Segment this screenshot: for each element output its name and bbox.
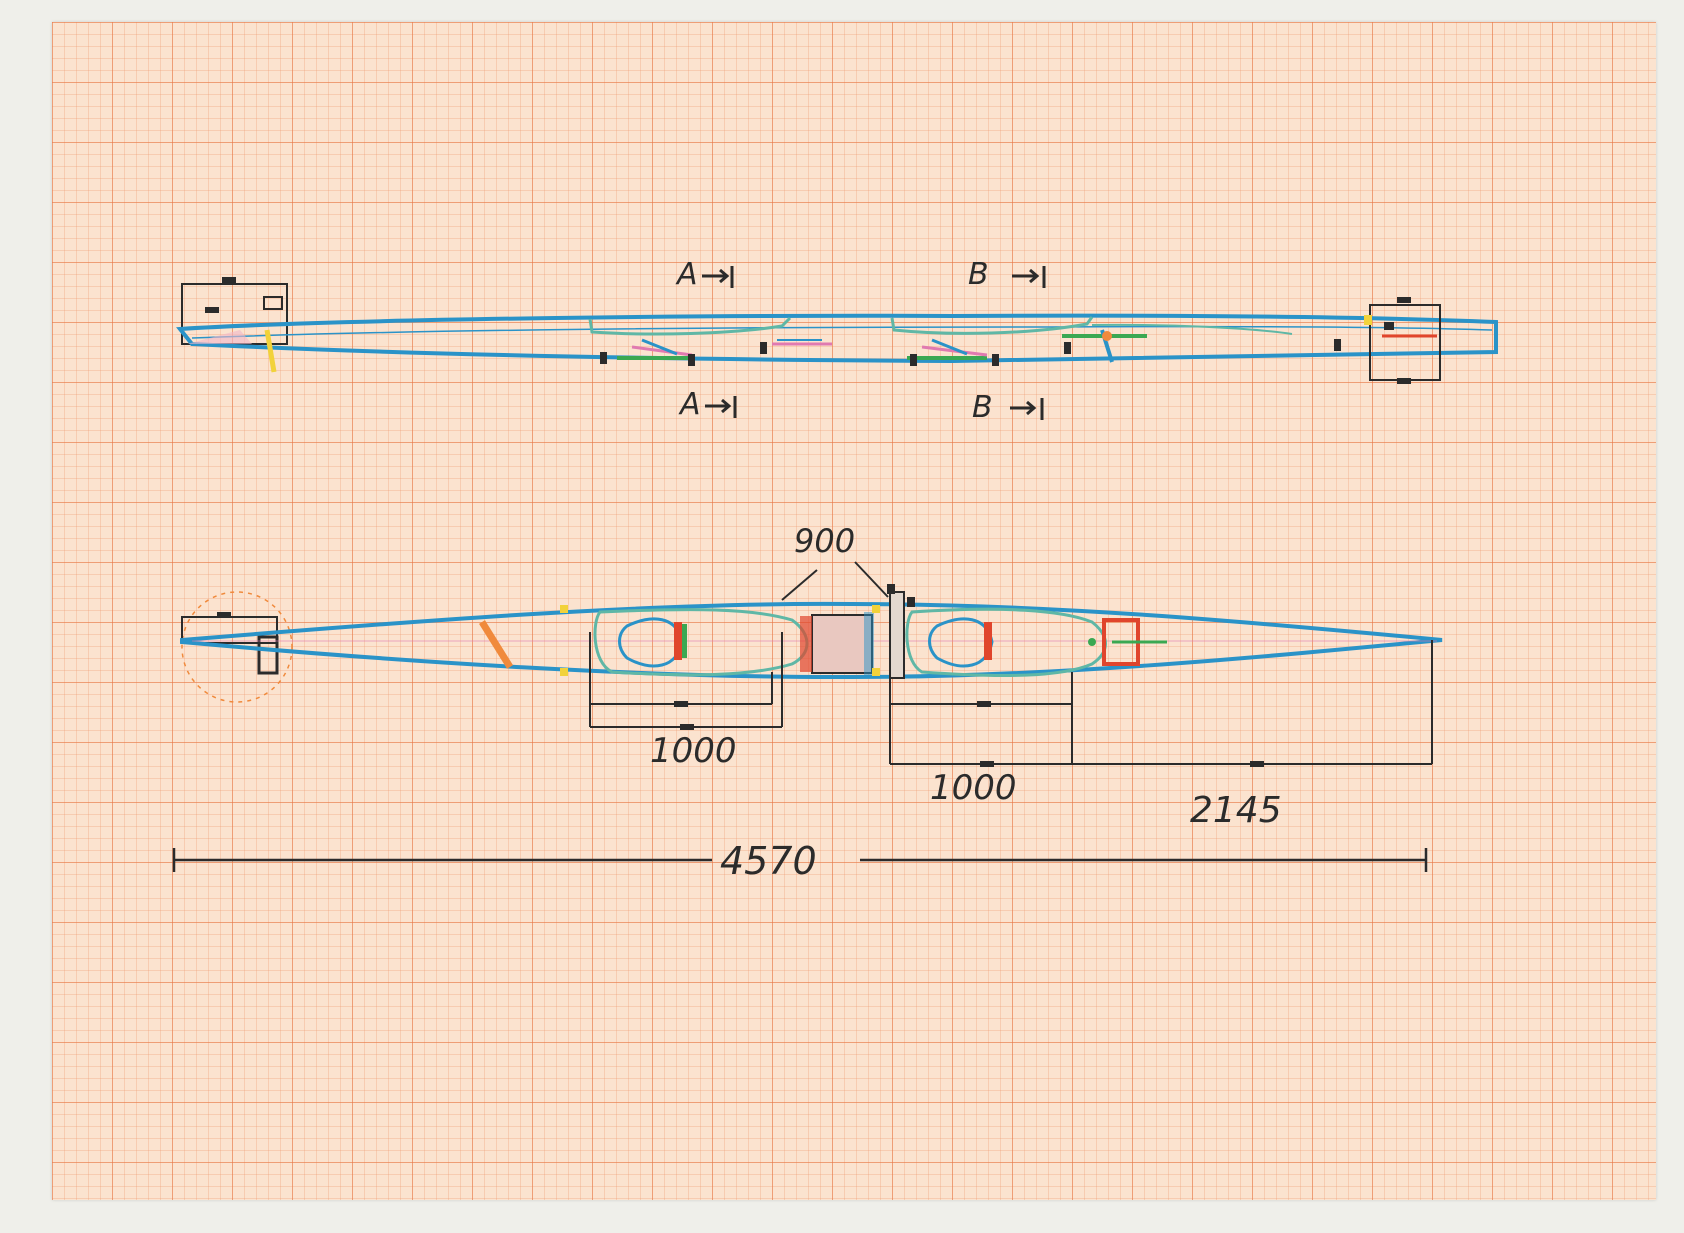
section-arrow (1010, 398, 1044, 420)
cockpit-1-plan (593, 608, 809, 677)
section-arrow (1012, 266, 1046, 288)
dim-label-900: 900 (794, 522, 855, 560)
rudder-pivot (1088, 638, 1096, 646)
leader-900-a (781, 569, 818, 601)
frame-mark (688, 354, 695, 366)
frame-mark (1064, 342, 1071, 354)
bow-tint (187, 330, 252, 344)
stern-marker (1384, 322, 1394, 330)
seat-2-back (921, 345, 988, 357)
dim-cockpit-2-inner (889, 632, 1073, 764)
bow-fitting (264, 329, 277, 373)
leader-900-b (854, 561, 889, 598)
section-label: A (675, 257, 698, 292)
seat-1-plan (618, 617, 684, 668)
dim-label-aft: 2145 (1190, 790, 1282, 831)
bow-bracket (263, 296, 283, 310)
deck-fitting (872, 605, 880, 613)
dim-marker (980, 761, 994, 767)
seat-1-back (631, 345, 693, 357)
section-label: A (678, 387, 701, 422)
stern-marker (1397, 378, 1411, 384)
section-mark-B-top: B (968, 257, 1046, 292)
dimension-lines (589, 561, 1433, 765)
seat-1-brace (641, 338, 678, 356)
frame-mark (760, 342, 767, 354)
section-label: B (972, 390, 993, 425)
dim-aft (890, 640, 1433, 765)
center-block (811, 614, 873, 674)
dim-marker (674, 701, 688, 707)
mast-marker (907, 597, 915, 607)
graph-paper-sheet: A A B B (52, 22, 1656, 1200)
seat-2-brace (931, 338, 968, 356)
cockpit-2-coaming (890, 316, 1094, 335)
center-block-edge (864, 612, 874, 676)
center-block-edge (800, 616, 812, 672)
section-label: B (968, 257, 989, 292)
sheer-line (191, 325, 1493, 339)
frame-mark (992, 354, 999, 366)
bow-bulkhead (479, 620, 513, 669)
dim-marker (977, 701, 991, 707)
stern-marker (1397, 297, 1411, 303)
seat-1-front-green (682, 624, 687, 658)
section-mark-B-bottom: B (972, 390, 1044, 425)
side-view: A A B B (176, 257, 1498, 425)
seat-2-front (984, 622, 992, 660)
dim-marker (680, 724, 694, 730)
rear-deck-line (1091, 323, 1293, 335)
deck-fitting (872, 668, 880, 676)
dim-label-cockpit-2: 1000 (930, 768, 1017, 808)
dim-label-overall: 4570 (720, 839, 817, 883)
section-arrow (705, 396, 737, 418)
frame-mark (910, 354, 917, 366)
cockpit-2-plan (905, 607, 1107, 678)
seat-2-plan (928, 617, 994, 668)
stern-fitting (1364, 315, 1372, 325)
section-mark-A-top: A (675, 257, 734, 292)
kayak-drawing: A A B B (172, 257, 1498, 883)
cockpit-1-coaming (588, 316, 792, 336)
frame-mark (1334, 339, 1341, 351)
bow-marker (217, 612, 231, 618)
bow-rotation-circle (181, 591, 293, 703)
seat-1-front (674, 622, 682, 660)
deck-fitting (560, 605, 568, 613)
bow-hatch (257, 635, 279, 675)
stern-end-box (1369, 304, 1441, 381)
mast-step (889, 591, 905, 679)
section-arrow (702, 266, 734, 288)
overall-dim-right (860, 848, 1428, 872)
deck-fitting (560, 668, 568, 676)
dim-marker (1250, 761, 1264, 767)
plan-view: 900 1000 1000 2145 4570 (172, 522, 1443, 883)
section-mark-A-bottom: A (678, 387, 737, 422)
dim-label-cockpit-1: 1000 (650, 731, 737, 771)
rudder-pivot (1102, 331, 1112, 341)
overall-dim-left (172, 848, 712, 872)
mast-marker (887, 584, 895, 594)
bow-marker (205, 307, 219, 313)
overall-length-dimension: 4570 (172, 839, 1428, 883)
hull-profile (176, 313, 1498, 364)
frame-mark (600, 352, 607, 364)
bow-marker (222, 277, 236, 283)
